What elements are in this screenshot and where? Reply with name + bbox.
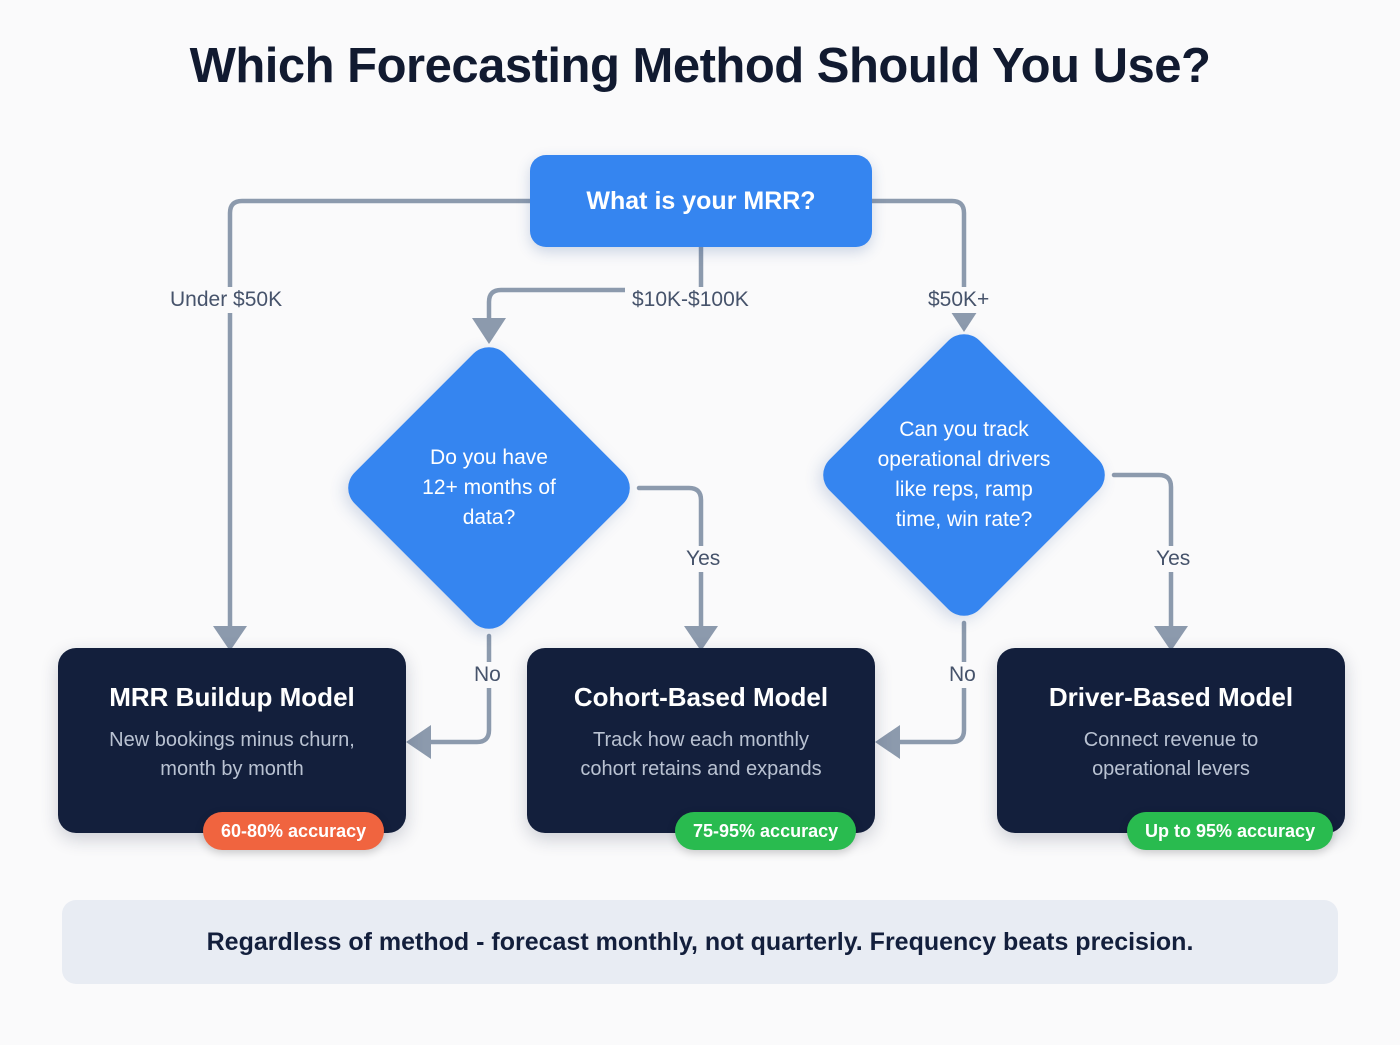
node-decision-data-history[interactable]: Do you have 12+ months of data? (339, 338, 639, 638)
arrowhead-root-to-mrr-buildup (213, 626, 247, 651)
edge-label-under-50k: Under $50K (163, 287, 290, 313)
decision-label-data-history: Do you have 12+ months of data? (422, 446, 556, 529)
edge-data-history-no (424, 633, 492, 745)
edge-operational-drivers-yes (1111, 472, 1174, 633)
node-root-question[interactable]: What is your MRR? (530, 155, 872, 247)
edge-label-50k-plus: $50K+ (921, 287, 997, 313)
edge-label-10k-100k: $10K-$100K (625, 287, 756, 313)
result-desc-cohort-based: Track how each monthly cohort retains an… (580, 729, 822, 780)
arrowhead-root-to-data-history (472, 318, 506, 344)
edge-root-to-mrr-buildup (227, 198, 533, 633)
node-decision-operational-drivers[interactable]: Can you track operational drivers like r… (814, 325, 1114, 625)
edge-label-data-history-no: No (467, 662, 508, 688)
arrowhead-data-history-yes (684, 626, 718, 651)
result-card-mrr-buildup[interactable]: MRR Buildup Model New bookings minus chu… (58, 648, 406, 833)
edge-label-operational-drivers-no: No (942, 662, 983, 688)
edge-label-operational-drivers-yes: Yes (1149, 546, 1198, 572)
edge-operational-drivers-no (893, 620, 967, 745)
result-title-mrr-buildup: MRR Buildup Model (109, 682, 355, 712)
accuracy-badge-driver-based: Up to 95% accuracy (1127, 812, 1334, 850)
result-desc-mrr-buildup: New bookings minus churn, month by month (109, 729, 355, 780)
arrowhead-data-history-no (406, 725, 431, 759)
page-title: Which Forecasting Method Should You Use? (189, 39, 1211, 93)
arrowhead-operational-drivers-no (875, 725, 900, 759)
footer-note-text: Regardless of method - forecast monthly,… (206, 927, 1194, 956)
result-card-cohort-based[interactable]: Cohort-Based Model Track how each monthl… (527, 648, 875, 833)
result-title-driver-based: Driver-Based Model (1048, 682, 1294, 712)
edge-data-history-yes (636, 485, 704, 633)
result-card-driver-based[interactable]: Driver-Based Model Connect revenue to op… (997, 648, 1345, 833)
edge-root-to-operational-drivers (869, 198, 967, 313)
result-desc-driver-based: Connect revenue to operational levers (1083, 729, 1259, 780)
edge-label-data-history-yes: Yes (679, 546, 728, 572)
result-title-cohort-based: Cohort-Based Model (573, 682, 829, 712)
accuracy-badge-mrr-buildup: 60-80% accuracy (203, 812, 385, 850)
root-question-label: What is your MRR? (586, 186, 816, 215)
footer-note-banner: Regardless of method - forecast monthly,… (62, 900, 1338, 984)
decision-label-operational-drivers: Can you track operational drivers like r… (877, 418, 1051, 531)
accuracy-badge-cohort-based: 75-95% accuracy (675, 812, 857, 850)
edge-root-to-data-history (486, 244, 704, 325)
arrowhead-operational-drivers-yes (1154, 626, 1188, 651)
